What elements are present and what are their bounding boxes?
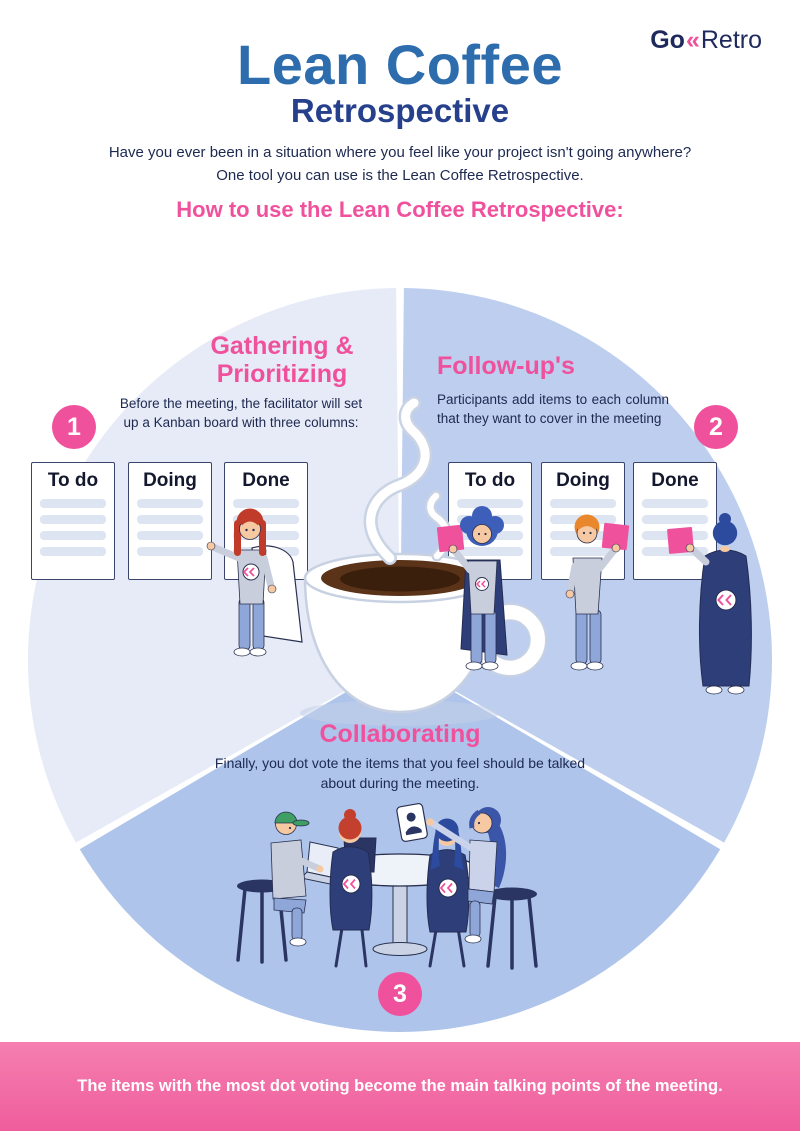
card-line: [642, 547, 708, 556]
card-line: [233, 499, 299, 508]
card-line: [642, 531, 708, 540]
page-title: Lean Coffee: [237, 33, 563, 96]
step-2-title: Follow-up's: [437, 352, 575, 380]
card-line: [137, 515, 203, 524]
card-line: [457, 547, 523, 556]
card-line: [457, 515, 523, 524]
step-3-title: Collaborating: [319, 720, 481, 748]
footer-banner: The items with the most dot voting becom…: [0, 1042, 800, 1131]
card-line: [40, 547, 106, 556]
logo-chevrons-icon: «: [685, 26, 700, 54]
card-line: [457, 499, 523, 508]
kanban-column-label: Doing: [556, 470, 610, 491]
step-2-description: Participants add items to each column th…: [437, 392, 669, 427]
kanban-card-doing: Doing: [541, 462, 625, 580]
card-line: [233, 531, 299, 540]
section-heading: How to use the Lean Coffee Retrospective…: [176, 197, 624, 222]
card-line: [550, 547, 616, 556]
kanban-column-label: To do: [464, 470, 516, 491]
logo-text-retro: Retro: [700, 26, 762, 54]
card-line: [40, 515, 106, 524]
card-line: [642, 515, 708, 524]
kanban-column-label: Done: [242, 470, 290, 491]
kanban-card-doing: Doing: [128, 462, 212, 580]
step-3-description: Finally, you dot vote the items that you…: [214, 755, 586, 791]
card-line: [233, 515, 299, 524]
kanban-card-done: Done: [633, 462, 717, 580]
kanban-column-label: Done: [651, 470, 699, 491]
card-line: [550, 531, 616, 540]
step-2-badge: 2: [694, 405, 738, 449]
footer-text: The items with the most dot voting becom…: [77, 1077, 723, 1095]
card-line: [550, 499, 616, 508]
card-line: [233, 547, 299, 556]
page-subtitle: Retrospective: [290, 92, 510, 129]
intro-line-1: Have you ever been in a situation where …: [108, 144, 692, 161]
card-line: [457, 531, 523, 540]
step-1-title: Gathering & Prioritizing: [210, 332, 354, 388]
kanban-card-done: Done: [224, 462, 308, 580]
step-1-badge: 1: [52, 405, 96, 449]
kanban-card-todo: To do: [448, 462, 532, 580]
card-line: [40, 499, 106, 508]
card-line: [137, 499, 203, 508]
card-line: [137, 547, 203, 556]
kanban-column-label: Doing: [143, 470, 197, 491]
intro-text: Have you ever been in a situation where …: [0, 142, 800, 187]
step-1-description: Before the meeting, the facilitator will…: [119, 396, 363, 431]
intro-line-2: One tool you can use is the Lean Coffee …: [216, 166, 584, 184]
kanban-column-label: To do: [47, 470, 99, 491]
card-line: [550, 515, 616, 524]
card-line: [137, 531, 203, 540]
goretro-logo: Go«Retro: [650, 26, 762, 55]
kanban-card-todo: To do: [31, 462, 115, 580]
logo-text-go: Go: [650, 26, 685, 54]
card-line: [40, 531, 106, 540]
card-line: [642, 499, 708, 508]
step-3-badge: 3: [378, 972, 422, 1016]
